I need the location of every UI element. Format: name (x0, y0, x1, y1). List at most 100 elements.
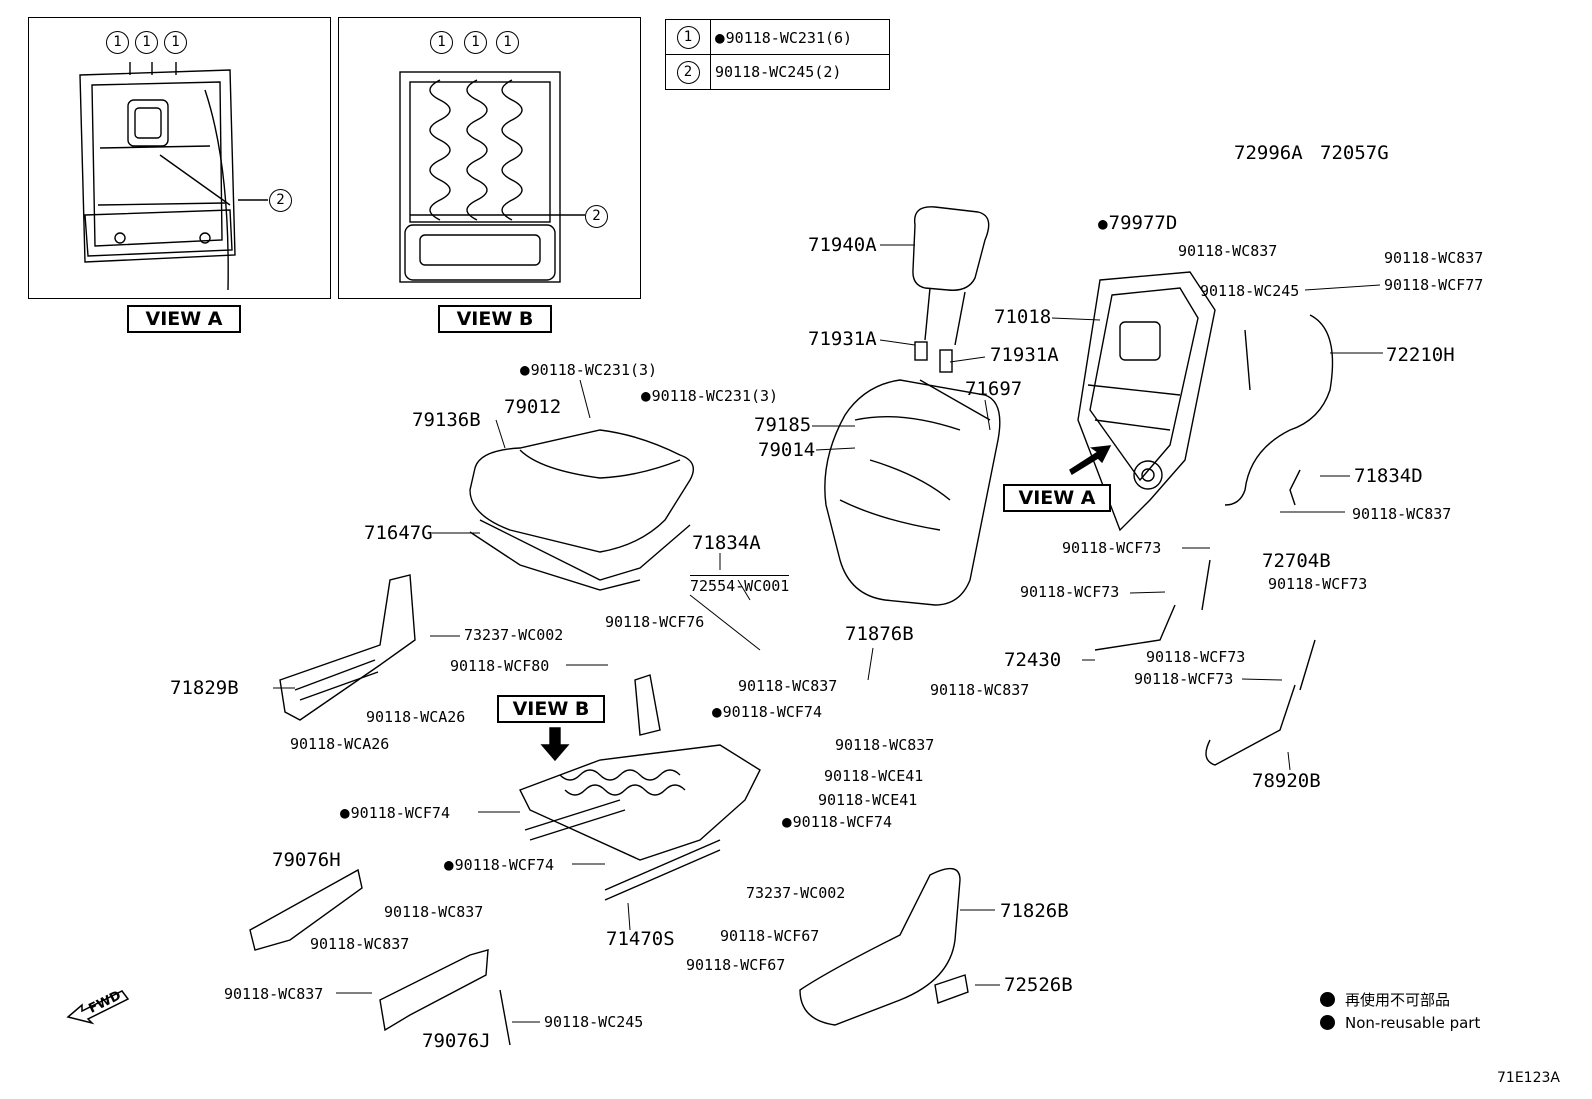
marker-1: 1 (135, 31, 158, 54)
fastener-label[interactable]: 90118-WC837 (835, 736, 935, 754)
leader-lines (273, 244, 1383, 1023)
part-label[interactable]: 71834D (1354, 465, 1423, 487)
view-a-callout: VIEW A (1003, 484, 1111, 512)
part-label[interactable]: 71018 (994, 306, 1052, 328)
seatback-cushion-drawing (824, 379, 1001, 606)
fastener-label[interactable]: 90118-WC837 (1178, 242, 1278, 260)
fastener-label[interactable]: 90118-WCA26 (290, 735, 390, 753)
marker-1: 1 (496, 31, 519, 54)
figure-id: 71E123A (1497, 1070, 1560, 1086)
part-label[interactable]: 79136B (412, 409, 481, 431)
fastener-label[interactable]: 90118-WCE41 (824, 767, 924, 785)
marker-1: 1 (676, 25, 700, 49)
part-label[interactable]: 79185 (754, 414, 812, 436)
fastener-label[interactable]: 90118-WCF74 (712, 704, 822, 720)
fastener-label[interactable]: 90118-WC837 (310, 935, 410, 953)
fastener-label[interactable]: 90118-WCF73 (1268, 575, 1368, 593)
view-b-drawing (399, 71, 585, 283)
fastener-label[interactable]: 90118-WCE41 (818, 791, 918, 809)
view-b-title: VIEW B (438, 305, 552, 333)
part-label[interactable]: 72057G (1320, 142, 1389, 164)
part-label[interactable]: 71931A (808, 328, 877, 350)
part-label[interactable]: 72526B (1004, 974, 1073, 996)
fastener-label[interactable]: 90118-WCF80 (450, 657, 550, 675)
fastener-label[interactable]: 90118-WC231(3) (520, 362, 657, 378)
part-label[interactable]: 79977D (1098, 214, 1178, 233)
fastener-label[interactable]: 90118-WCF77 (1384, 276, 1484, 294)
legend-row: 2 90118-WC245(2) (665, 54, 890, 90)
part-label[interactable]: 72704B (1262, 550, 1331, 572)
part-label[interactable]: 71876B (845, 623, 914, 645)
part-label[interactable]: 71834A (692, 532, 761, 554)
view-a-frame (28, 17, 331, 299)
view-b-callout: VIEW B (497, 695, 605, 723)
fastener-label[interactable]: 90118-WC837 (384, 903, 484, 921)
part-label[interactable]: 79076H (272, 849, 341, 871)
marker-2: 2 (676, 60, 700, 84)
fastener-label[interactable]: 90118-WC245 (1200, 282, 1300, 300)
fastener-label[interactable]: 90118-WC837 (1384, 249, 1484, 267)
non-reusable-note-jp: 再使用不可部品 (1320, 989, 1450, 1010)
seat-cushion-drawing (469, 429, 694, 591)
part-label[interactable]: 79014 (758, 439, 816, 461)
view-b-frame (338, 17, 641, 299)
cover-79076H-drawing (249, 868, 363, 951)
fastener-label[interactable]: 90118-WCF74 (444, 857, 554, 873)
fastener-label[interactable]: 90118-WCF73 (1146, 648, 1246, 666)
fastener-legend-table: 1 90118-WC231(6) 2 90118-WC245(2) (665, 19, 890, 90)
part-label[interactable]: 79076J (422, 1030, 491, 1052)
note-text-en: Non-reusable part (1345, 1014, 1481, 1032)
legend-row: 1 90118-WC231(6) (665, 19, 890, 55)
part-label[interactable]: 72996A (1234, 142, 1303, 164)
part-label[interactable]: 71931A (990, 344, 1059, 366)
part-label[interactable]: 71470S (606, 928, 675, 950)
view-a-arrow (1069, 445, 1112, 475)
fastener-label[interactable]: 90118-WCF73 (1134, 670, 1234, 688)
side-shield-71829B-drawing (279, 574, 416, 721)
part-label[interactable]: 79012 (504, 396, 562, 418)
fwd-arrow-icon: FWD (64, 985, 134, 1025)
seat-frame-drawing (519, 674, 761, 901)
legend-part: 90118-WC245(2) (715, 63, 842, 81)
fastener-label[interactable]: 90118-WCF67 (720, 927, 820, 945)
fastener-label[interactable]: 90118-WC231(3) (641, 388, 778, 404)
marker-1: 1 (164, 31, 187, 54)
part-label[interactable]: 71940A (808, 234, 877, 256)
fastener-label[interactable]: 90118-WC837 (1352, 505, 1452, 523)
part-label[interactable]: 72210H (1386, 344, 1455, 366)
fastener-label[interactable]: 90118-WCA26 (366, 708, 466, 726)
view-a-title: VIEW A (127, 305, 241, 333)
marker-1: 1 (106, 31, 129, 54)
fastener-label[interactable]: 90118-WCF76 (605, 613, 705, 631)
part-label[interactable]: 71647G (364, 522, 433, 544)
legend-part: 90118-WC231(6) (715, 29, 852, 47)
marker-2: 2 (585, 205, 608, 228)
marker-2: 2 (269, 189, 292, 212)
marker-1: 1 (430, 31, 453, 54)
fastener-label[interactable]: 73237-WC002 (464, 626, 564, 644)
fastener-label[interactable]: 90118-WCF73 (1062, 539, 1162, 557)
fastener-label[interactable]: 90118-WC837 (224, 985, 324, 1003)
part-label[interactable]: 78920B (1252, 770, 1321, 792)
fastener-label[interactable]: 90118-WCF73 (1020, 583, 1120, 601)
view-b-arrow (540, 727, 570, 762)
fastener-label[interactable]: 90118-WC245 (544, 1013, 644, 1031)
non-reusable-note-en: Non-reusable part (1320, 1014, 1480, 1032)
part-label[interactable]: 72430 (1004, 649, 1062, 671)
fastener-label[interactable]: 90118-WC837 (930, 681, 1030, 699)
fastener-label[interactable]: 73237-WC002 (746, 884, 846, 902)
fastener-label[interactable]: 90118-WCF67 (686, 956, 786, 974)
fastener-label[interactable]: 90118-WC837 (738, 677, 838, 695)
fastener-label[interactable]: 90118-WCF74 (340, 805, 450, 821)
note-text-jp: 再使用不可部品 (1345, 991, 1451, 1009)
seatback-frame-drawing (1077, 271, 1216, 532)
part-label[interactable]: 71826B (1000, 900, 1069, 922)
side-shield-71826B-drawing (799, 867, 969, 1026)
marker-1: 1 (464, 31, 487, 54)
part-label[interactable]: 71697 (965, 378, 1023, 400)
cable-drawings (1094, 314, 1334, 766)
part-label[interactable]: 72554-WC001 (690, 575, 790, 595)
fastener-label[interactable]: 90118-WCF74 (782, 814, 892, 830)
part-label[interactable]: 71829B (170, 677, 239, 699)
